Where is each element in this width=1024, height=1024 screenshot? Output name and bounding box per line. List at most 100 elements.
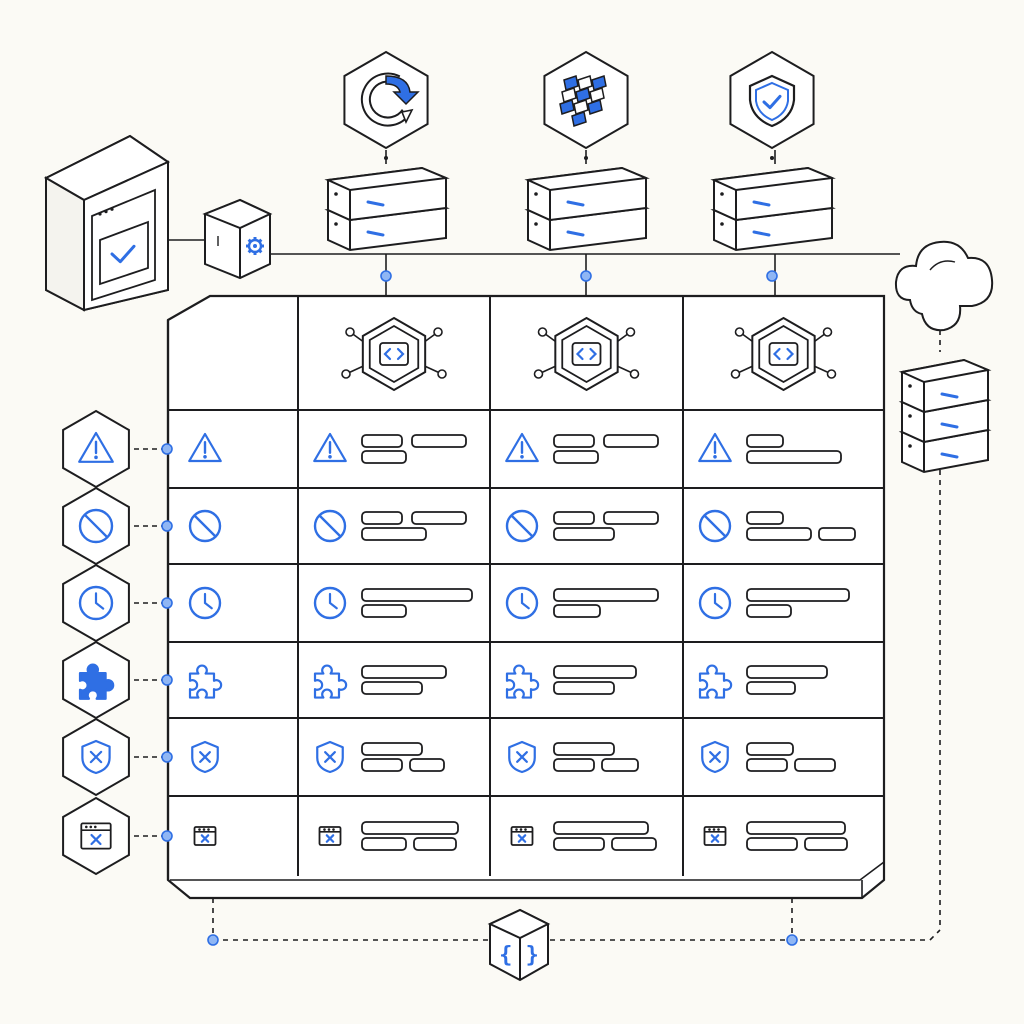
placeholder-bar [746, 434, 784, 448]
bottom-connector-dot [786, 934, 798, 946]
row-connector-dot [161, 597, 173, 609]
placeholder-bar [361, 821, 459, 835]
placeholder-bar [746, 758, 788, 772]
placeholder-bar [611, 837, 657, 851]
puzzle-icon [505, 664, 540, 699]
matrix-cell [698, 586, 850, 620]
bottom-connector-dot [207, 934, 219, 946]
window-x-icon [193, 826, 217, 846]
row-badge-shield-x-icon [62, 717, 173, 797]
matrix-cell [316, 740, 445, 774]
placeholder-bar [746, 511, 784, 525]
placeholder-bar [746, 821, 846, 835]
placeholder-bar [553, 527, 615, 541]
placeholder-bar [553, 821, 649, 835]
placeholder-bar [361, 742, 423, 756]
matrix-cell [313, 586, 473, 620]
matrix-cell [313, 432, 467, 464]
service-connector-dot [766, 270, 778, 282]
shield-x-icon [701, 740, 729, 774]
matrix-cell [701, 740, 836, 774]
placeholder-bar [553, 434, 595, 448]
matrix-cell [703, 821, 848, 851]
row-connector-dot [161, 751, 173, 763]
puzzle-icon [313, 664, 348, 699]
matrix-cell [505, 509, 659, 543]
refresh-sync-service [324, 50, 450, 282]
window-x-icon [703, 826, 727, 846]
cloud-icon [894, 240, 994, 332]
puzzle-icon [188, 664, 223, 699]
matrix-cell [510, 821, 657, 851]
placeholder-bar [746, 681, 796, 695]
shield-x-icon [316, 740, 344, 774]
placeholder-bar [553, 511, 595, 525]
placeholder-bar [411, 434, 467, 448]
refresh-icon [343, 50, 429, 150]
row-connector-dot [161, 674, 173, 686]
matrix-cell [313, 664, 447, 699]
placeholder-bar [411, 511, 467, 525]
placeholder-bar [361, 604, 407, 618]
blocked-icon [188, 509, 222, 543]
placeholder-bar [553, 742, 615, 756]
left-window-panel [43, 134, 171, 312]
shield-check-icon [729, 50, 815, 150]
blocked-icon [698, 509, 732, 543]
clock-icon [505, 586, 539, 620]
placeholder-bar [553, 588, 659, 602]
window-x-icon [318, 826, 342, 846]
blocked-icon [313, 509, 347, 543]
placeholder-bar [818, 527, 856, 541]
puzzle-icon [698, 664, 733, 699]
placeholder-bar [601, 758, 639, 772]
matrix-cell [313, 509, 467, 543]
matrix-cell [698, 664, 828, 699]
service-connector-dot [580, 270, 592, 282]
placeholder-bar [361, 527, 427, 541]
placeholder-bar [603, 511, 659, 525]
warning-icon [698, 432, 732, 463]
matrix-cell [698, 432, 842, 464]
placeholder-bar [361, 450, 407, 464]
placeholder-bar [746, 527, 812, 541]
placeholder-bar [553, 604, 601, 618]
shield-x-icon [191, 740, 219, 774]
security-service [710, 50, 836, 282]
row-badge-window-x-icon [62, 796, 173, 876]
placeholder-bar [746, 588, 850, 602]
placeholder-bar [553, 450, 599, 464]
placeholder-bar [804, 837, 848, 851]
window-x-icon [510, 826, 534, 846]
placeholder-bar [746, 604, 792, 618]
placeholder-bar [553, 665, 637, 679]
service-connector-dot [380, 270, 392, 282]
diagram-shapes: { } [43, 50, 994, 982]
placeholder-bar [361, 588, 473, 602]
code-hex-icon [730, 316, 837, 392]
warning-icon [505, 432, 539, 463]
row-connector-dot [161, 830, 173, 842]
placeholder-bar [553, 681, 615, 695]
placeholder-bar [361, 837, 407, 851]
blocked-icon [505, 509, 539, 543]
warning-icon [188, 432, 222, 463]
placeholder-bar [361, 434, 403, 448]
matrix-cell [505, 586, 659, 620]
placeholder-bar [746, 837, 798, 851]
placeholder-bar [746, 450, 842, 464]
placeholder-bar [361, 665, 447, 679]
window-check-icon [91, 188, 156, 302]
placeholder-bar [746, 665, 828, 679]
placeholder-bar [746, 742, 794, 756]
warning-icon [313, 432, 347, 463]
matrix-cell [505, 664, 637, 699]
matrix-cell [508, 740, 639, 774]
json-braces-label: { } [499, 943, 539, 968]
matrix-cell [698, 509, 856, 543]
row-badge-warning-icon [62, 409, 173, 489]
placeholder-bar [794, 758, 836, 772]
placeholder-bar [553, 837, 605, 851]
placeholder-bar [603, 434, 659, 448]
clock-icon [313, 586, 347, 620]
